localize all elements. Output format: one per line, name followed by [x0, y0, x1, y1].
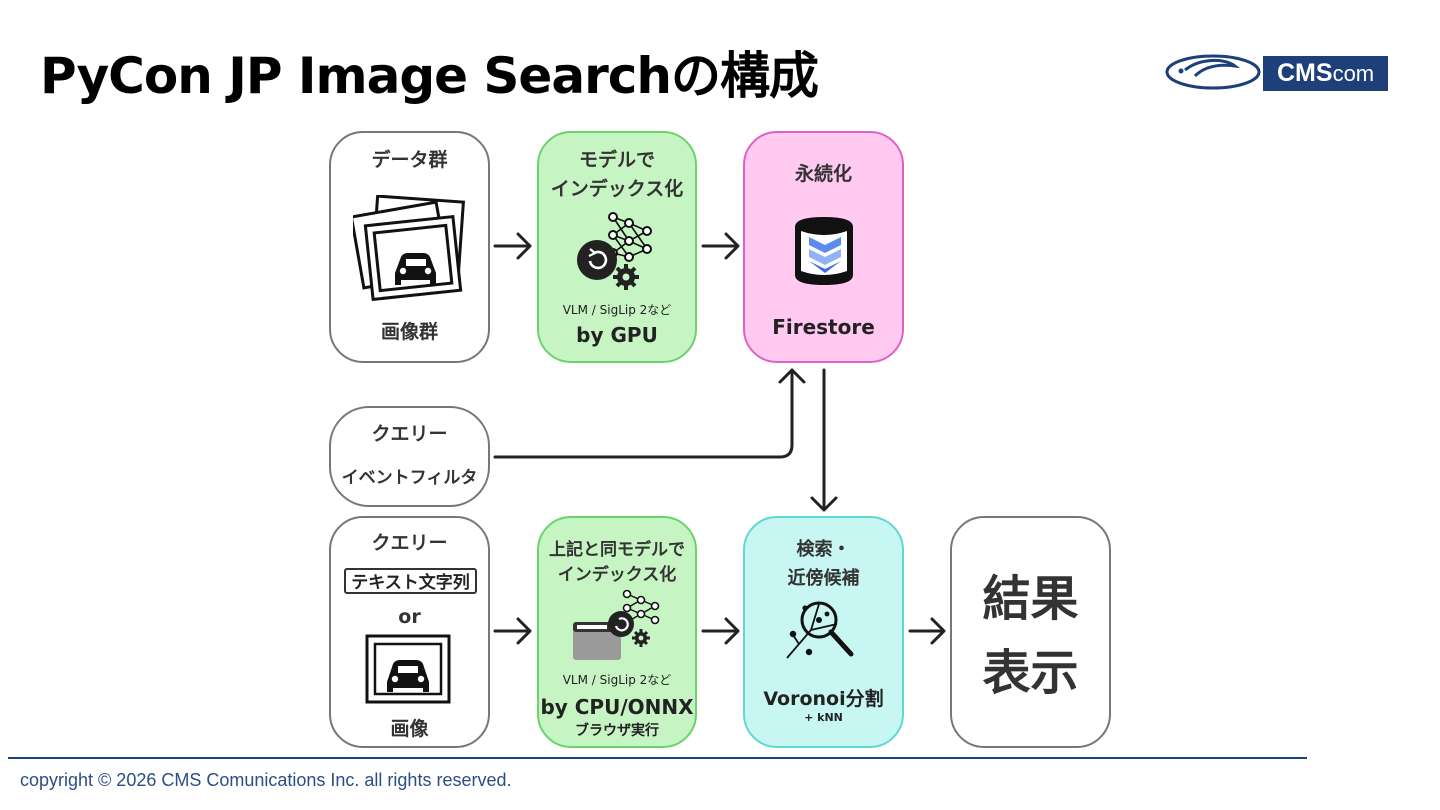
result-box: 結果 表示 — [950, 516, 1111, 748]
event-filter-query-box: クエリー イベントフィルタ — [329, 406, 490, 507]
browser-index-line1: 上記と同モデルで — [549, 540, 685, 560]
gpu-index-line2: インデックス化 — [550, 178, 684, 200]
or-label: or — [398, 606, 421, 628]
slide-title: PyCon JP Image Searchの構成 — [40, 47, 819, 105]
search-box-line1: 検索・ — [796, 539, 851, 560]
data-box-subtitle: 画像群 — [380, 321, 438, 343]
browser-index-model: VLM / SigLip 2など — [562, 673, 672, 687]
event-filter-query-title: クエリー — [371, 423, 448, 445]
firestore-box-title: 永続化 — [794, 163, 852, 185]
search-query-image-label: 画像 — [390, 718, 429, 740]
logo-badge: CMScom — [1263, 56, 1388, 91]
browser-index-line2: インデックス化 — [557, 565, 677, 585]
gpu-index-hardware: by GPU — [576, 323, 658, 347]
event-filter-label: イベントフィルタ — [341, 468, 478, 488]
gpu-index-model: VLM / SigLip 2など — [562, 303, 672, 317]
voronoi-search-icon — [786, 601, 854, 659]
text-string-option: テキスト文字列 — [344, 568, 477, 594]
copyright-footer: copyright © 2026 CMS Comunications Inc. … — [20, 770, 512, 790]
search-query-box: クエリー テキスト文字列 or 画像 — [329, 516, 490, 748]
browser-index-hardware: by CPU/ONNX — [540, 695, 694, 719]
result-line2: 表示 — [982, 645, 1079, 701]
search-box: 検索・ 近傍候補 Voronoi分割 + kNN — [743, 516, 904, 748]
photos-car-icon — [353, 195, 465, 301]
gpu-index-box: モデルで インデックス化 VLM / SigLip 2など by GPU — [537, 131, 697, 363]
firestore-box-subtitle: Firestore — [772, 315, 875, 339]
neural-net-gear-icon — [577, 212, 652, 290]
data-box: データ群 画像群 — [329, 131, 490, 363]
footer-divider — [8, 757, 1307, 759]
search-knn-note: + kNN — [804, 711, 843, 724]
browser-index-box: 上記と同モデルで インデックス化 VLM / SigLip 2など by CPU… — [537, 516, 697, 748]
search-query-title: クエリー — [371, 532, 448, 554]
firestore-box: 永続化 Firestore — [743, 131, 904, 363]
car-image-icon — [365, 634, 451, 704]
search-algorithm: Voronoi分割 — [763, 688, 884, 710]
browser-exec-note: ブラウザ実行 — [575, 723, 659, 739]
result-line1: 結果 — [982, 571, 1079, 627]
firestore-database-icon — [795, 217, 853, 285]
browser-gear-icon — [573, 589, 660, 660]
cms-logo: CMScom — [1163, 50, 1393, 94]
logo-swoosh-icon — [1165, 54, 1261, 90]
gpu-index-line1: モデルで — [578, 149, 655, 171]
search-box-line2: 近傍候補 — [787, 568, 860, 589]
data-box-title: データ群 — [371, 149, 448, 171]
